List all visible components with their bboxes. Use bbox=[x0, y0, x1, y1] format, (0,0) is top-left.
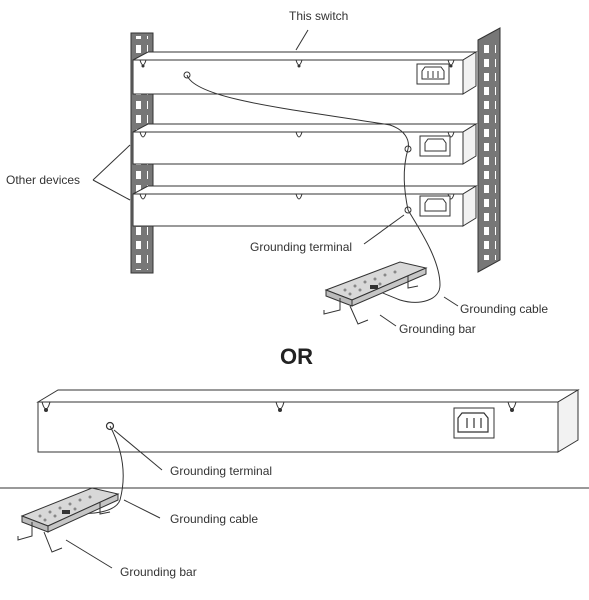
grounding-cable-device bbox=[403, 148, 409, 211]
label-grounding-terminal-top: Grounding terminal bbox=[250, 240, 353, 254]
grounding-cable-switch bbox=[186, 74, 409, 150]
label-grounding-bar-top: Grounding bar bbox=[399, 322, 476, 336]
switch-standalone bbox=[36, 389, 580, 453]
grounding-bar-top bbox=[323, 261, 428, 325]
other-device-2 bbox=[132, 185, 478, 227]
leader-other-devices-2 bbox=[92, 179, 131, 201]
or-separator: OR bbox=[280, 344, 313, 369]
grounding-bar-bottom bbox=[17, 487, 120, 553]
label-this-switch: This switch bbox=[289, 9, 349, 23]
power-socket-icon bbox=[419, 135, 451, 157]
label-grounding-bar-bottom: Grounding bar bbox=[120, 565, 197, 579]
right-rack-rail bbox=[477, 27, 501, 273]
power-socket-icon bbox=[416, 63, 450, 85]
label-other-devices: Other devices bbox=[6, 173, 81, 187]
leader-grounding-terminal-top bbox=[363, 214, 405, 245]
leader-grounding-terminal-bottom bbox=[113, 429, 163, 471]
power-socket-icon bbox=[453, 407, 495, 439]
leader-this-switch bbox=[295, 29, 309, 51]
this-switch-device bbox=[132, 51, 478, 95]
leader-grounding-cable-top bbox=[443, 296, 459, 307]
other-device-1 bbox=[132, 123, 478, 165]
leader-other-devices-1 bbox=[92, 144, 131, 181]
grounding-cable-to-bar bbox=[375, 209, 441, 303]
leader-grounding-bar-bottom bbox=[65, 539, 113, 569]
label-grounding-terminal-bottom: Grounding terminal bbox=[170, 464, 273, 478]
leader-grounding-cable-bottom bbox=[123, 499, 161, 519]
power-socket-icon bbox=[419, 195, 451, 217]
leader-grounding-bar-top bbox=[379, 314, 397, 327]
label-grounding-cable-bottom: Grounding cable bbox=[170, 512, 259, 526]
label-grounding-cable-top: Grounding cable bbox=[460, 302, 549, 316]
